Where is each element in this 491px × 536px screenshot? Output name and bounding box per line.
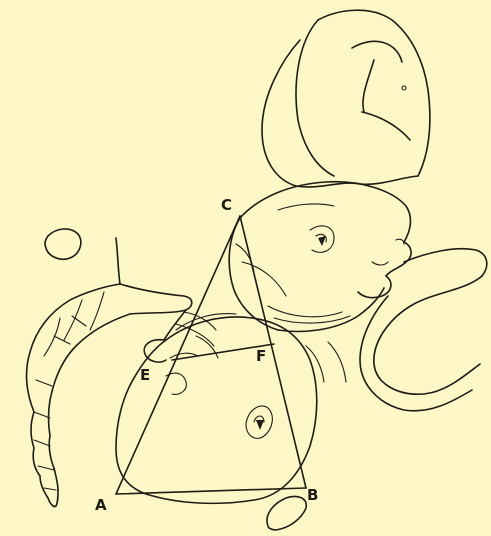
point-label-a: A [95, 498, 107, 513]
sacrum-and-coccyx [27, 229, 192, 507]
line-c-b [240, 216, 306, 488]
point-label-c: C [221, 198, 232, 213]
line-a-c [116, 216, 240, 494]
point-label-b: B [307, 488, 318, 503]
fetal-body-outline [262, 10, 430, 187]
point-label-e: E [140, 368, 150, 383]
geometric-triangle [116, 216, 306, 494]
point-label-f: F [256, 349, 266, 364]
umbilical-cord [306, 249, 487, 411]
upper-fetal-head [229, 182, 411, 332]
pubis-fragment [267, 496, 306, 530]
